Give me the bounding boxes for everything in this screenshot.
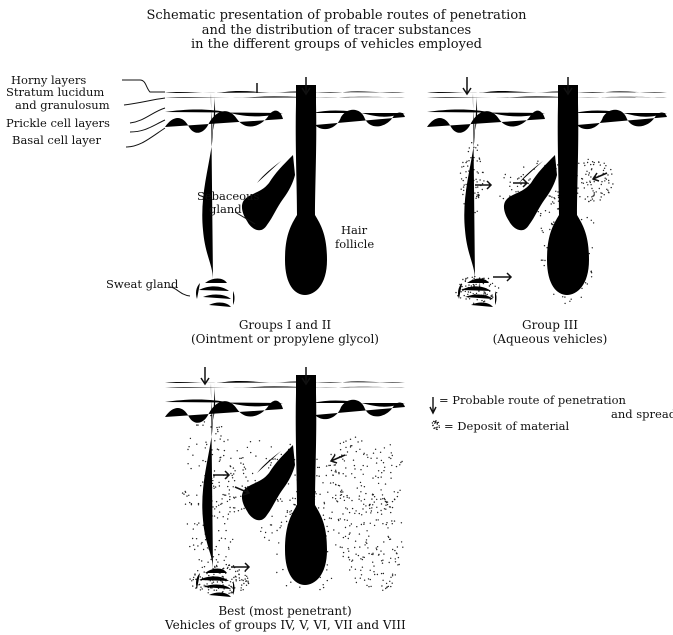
label-basal-cell: Basal cell layer	[12, 134, 101, 146]
route-arrow-icon	[201, 367, 310, 384]
legend-deposit: = Deposit of material	[444, 419, 569, 433]
label-stratum-line1: Stratum lucidum	[6, 86, 104, 98]
caption-panel-1: Groups I and II (Ointment or propylene g…	[165, 318, 405, 346]
route-arrow-icon	[463, 77, 572, 94]
caption-2-line2: (Aqueous vehicles)	[427, 332, 673, 346]
label-sebaceous-line2: gland	[209, 203, 242, 215]
label-sebaceous-line1: Sebaceous	[197, 190, 259, 202]
route-arrow-icon	[430, 397, 436, 413]
legend-route-line2: and spread	[611, 407, 673, 421]
label-stratum-line2: and granulosum	[15, 99, 110, 111]
label-hair-line2: follicle	[335, 238, 374, 250]
caption-3-line2: Vehicles of groups IV, V, VI, VII and VI…	[165, 618, 405, 632]
caption-3-line1: Best (most penetrant)	[165, 604, 405, 618]
stipple-swatch-icon	[432, 420, 440, 430]
label-prickle-cell: Prickle cell layers	[6, 117, 110, 129]
caption-panel-2: Group III (Aqueous vehicles)	[427, 318, 673, 346]
label-hair-line1: Hair	[341, 224, 367, 236]
caption-1-line1: Groups I and II	[165, 318, 405, 332]
legend-route-line1: = Probable route of penetration	[439, 393, 626, 407]
label-sweat-gland: Sweat gland	[106, 278, 178, 290]
caption-2-line1: Group III	[427, 318, 673, 332]
caption-1-line2: (Ointment or propylene glycol)	[165, 332, 405, 346]
panel-groups-4-8	[165, 367, 405, 597]
caption-panel-3: Best (most penetrant) Vehicles of groups…	[165, 604, 405, 632]
label-leaders	[122, 80, 255, 296]
panel-group-3	[427, 77, 667, 307]
